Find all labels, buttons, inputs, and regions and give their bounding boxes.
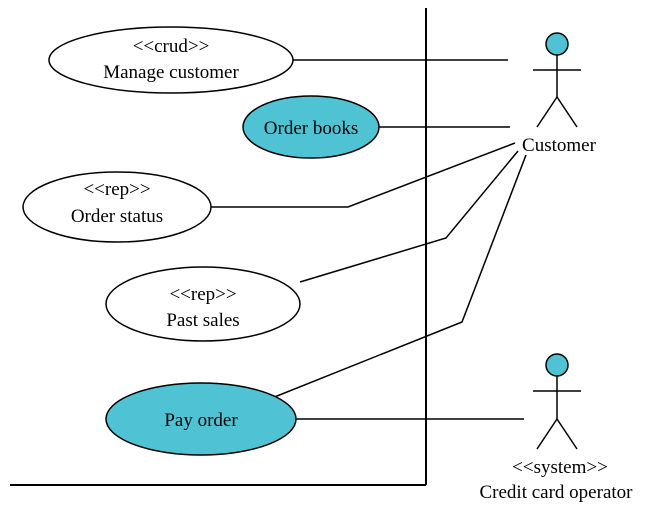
actor-right-leg [556, 96, 578, 128]
actor-right-leg [556, 418, 578, 450]
actor-head-icon [545, 353, 569, 377]
use-case-past-sales[interactable]: <<rep>> Past sales [105, 266, 301, 342]
actor-customer[interactable]: Customer [522, 32, 597, 156]
use-case-pay-order[interactable]: Pay order [105, 382, 297, 456]
use-case-label: Order books [264, 118, 358, 139]
use-case-stereotype: <<crud>> [133, 36, 210, 57]
use-case-stereotype: <<rep>> [83, 179, 150, 200]
use-case-manage-customer[interactable]: <<crud>> Manage customer [48, 26, 294, 94]
use-case-ellipse [48, 26, 294, 94]
use-case-label: Past sales [166, 310, 239, 331]
use-case-stereotype: <<rep>> [169, 284, 236, 305]
use-case-order-books[interactable]: Order books [242, 95, 380, 159]
association-past-sales-customer [299, 150, 519, 283]
actor-label: Customer [522, 135, 597, 156]
actor-head-icon [545, 32, 569, 56]
actor-stereotype: <<system>> [512, 457, 608, 478]
actor-credit-card-operator[interactable]: <<system>> Credit card operator [480, 353, 634, 503]
association-order-status-customer [210, 142, 516, 208]
association-pay-order-customer [271, 154, 527, 399]
use-case-label: Order status [71, 206, 163, 227]
use-case-order-status[interactable]: <<rep>> Order status [22, 171, 212, 243]
use-case-ellipse [105, 266, 301, 342]
use-case-ellipse [22, 171, 212, 243]
use-case-label: Manage customer [103, 62, 239, 83]
use-case-ellipse [105, 382, 297, 456]
actor-left-leg [536, 96, 558, 128]
actor-left-leg [536, 418, 558, 450]
use-case-label: Pay order [164, 410, 238, 431]
actor-label: Credit card operator [480, 482, 634, 503]
use-case-ellipse [242, 95, 380, 159]
